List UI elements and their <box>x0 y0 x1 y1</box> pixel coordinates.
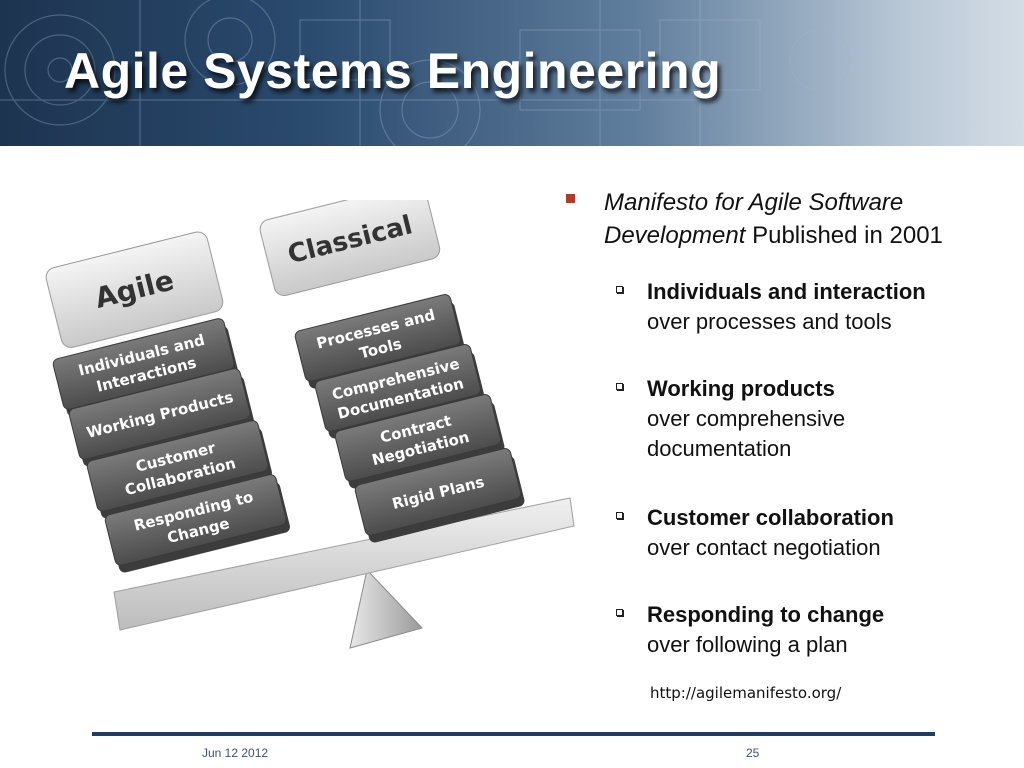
hollow-square-bullet-icon <box>616 512 623 519</box>
source-link[interactable]: http://agilemanifesto.org/ <box>650 684 842 702</box>
item-bold-text: Responding to change <box>647 602 885 627</box>
manifesto-published: Published in 2001 <box>745 222 943 249</box>
classical-header-block: Classical <box>259 200 441 297</box>
slide-title: Agile Systems Engineering <box>64 43 722 99</box>
item-bold-text: Working products <box>647 376 835 401</box>
manifesto-text: Manifesto for Agile Software Development… <box>604 186 1014 252</box>
agile-vs-classical-balance-illustration: Agile Classical Individuals andInteracti… <box>45 200 575 649</box>
hollow-square-bullet-icon <box>616 609 623 616</box>
fulcrum-triangle <box>349 568 423 649</box>
footer-divider <box>92 732 935 736</box>
item-rest-text: over comprehensive documentation <box>647 406 846 461</box>
item-bold-text: Individuals and interaction <box>647 279 926 304</box>
hollow-square-bullet-icon <box>616 383 623 390</box>
header-banner: Agile Systems Engineering <box>0 0 1024 146</box>
square-bullet-icon <box>566 194 575 203</box>
agile-header-block: Agile <box>45 231 224 348</box>
page-number: 25 <box>746 746 760 760</box>
manifesto-title: Manifesto for Agile Software Development <box>604 189 904 249</box>
item-rest-text: over following a plan <box>647 632 848 657</box>
item-bold-text: Customer collaboration <box>647 505 894 530</box>
item-rest-text: over processes and tools <box>647 309 892 334</box>
classical-value-block: Rigid Plans <box>354 448 525 543</box>
classical-value-blocks: Processes andToolsComprehensiveDocumenta… <box>294 294 525 543</box>
blueprint-background-art <box>0 0 851 146</box>
agile-value-block: Working Products <box>68 368 254 467</box>
hollow-square-bullet-icon <box>616 286 623 293</box>
item-rest-text: over contact negotiation <box>647 535 881 560</box>
footer-date: Jun 12 2012 <box>202 746 269 760</box>
